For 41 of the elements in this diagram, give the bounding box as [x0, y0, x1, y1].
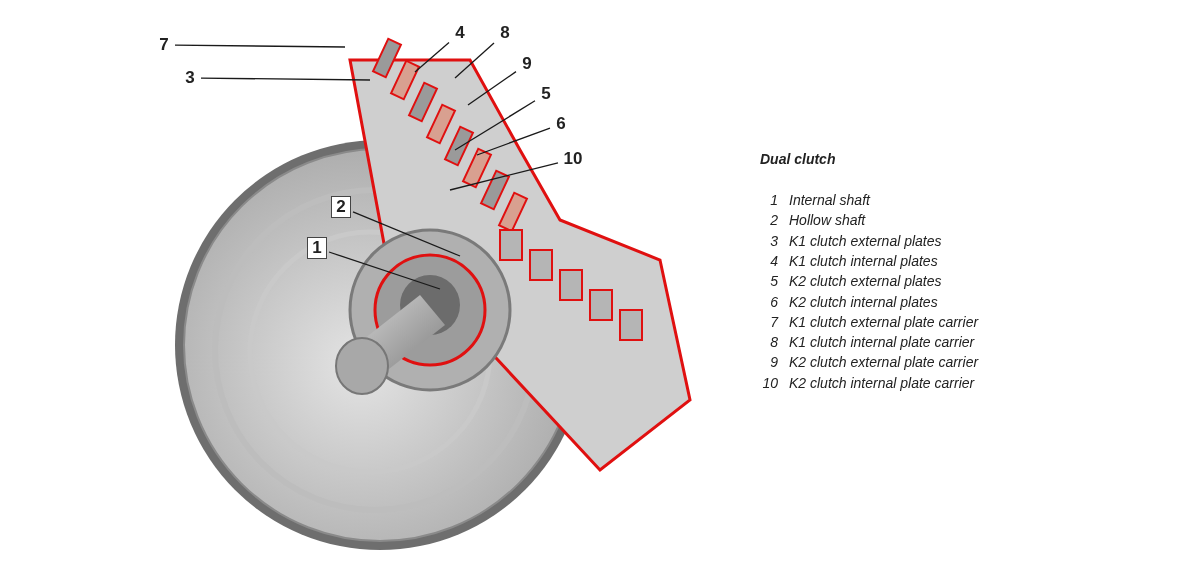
- key-text: K1 clutch internal plates: [789, 252, 938, 269]
- callout-number: 6: [552, 114, 570, 134]
- leader-line: [414, 41, 450, 73]
- key-text: K1 clutch internal plate carrier: [789, 334, 975, 351]
- leader-line: [476, 127, 551, 156]
- key-number: 5: [769, 273, 778, 290]
- key-text: Internal shaft: [789, 192, 870, 208]
- leader-line: [467, 71, 517, 106]
- callout-number: 4: [451, 23, 469, 43]
- key-number: 2: [769, 212, 778, 229]
- key-number: 6: [769, 293, 778, 310]
- key-text: K2 clutch internal plate carrier: [789, 374, 975, 391]
- key-text: K1 clutch external plates: [789, 232, 942, 249]
- callout-number: 3: [181, 68, 199, 88]
- callout-number: 8: [496, 23, 514, 43]
- key-number: 3: [769, 232, 778, 249]
- leader-line: [454, 42, 495, 79]
- callout-number: 2: [331, 196, 351, 218]
- callout-number: 9: [518, 54, 536, 74]
- key-number: 10: [761, 374, 778, 391]
- key-text: K2 clutch external plate carrier: [789, 354, 979, 371]
- leader-line: [174, 44, 346, 48]
- key-text: K1 clutch external plate carrier: [789, 313, 979, 330]
- key-number: 1: [769, 192, 778, 208]
- leader-line: [352, 211, 461, 257]
- key-text: Hollow shaft: [789, 212, 866, 229]
- key-number: 8: [769, 334, 778, 351]
- callout-number: 1: [307, 237, 327, 259]
- leader-line: [328, 251, 441, 290]
- leader-line: [449, 162, 559, 191]
- key-number: 4: [769, 252, 778, 269]
- callout-number: 7: [155, 35, 173, 55]
- key-text: K2 clutch internal plates: [789, 293, 938, 310]
- callout-number: 5: [537, 84, 555, 104]
- leader-line: [454, 100, 536, 151]
- key-number: 9: [769, 354, 778, 371]
- key-text: K2 clutch external plates: [789, 273, 942, 290]
- callout-number: 10: [560, 149, 586, 169]
- key-heading: Dual clutch: [760, 151, 836, 167]
- leader-line: [200, 77, 371, 81]
- key-number: 7: [769, 313, 778, 330]
